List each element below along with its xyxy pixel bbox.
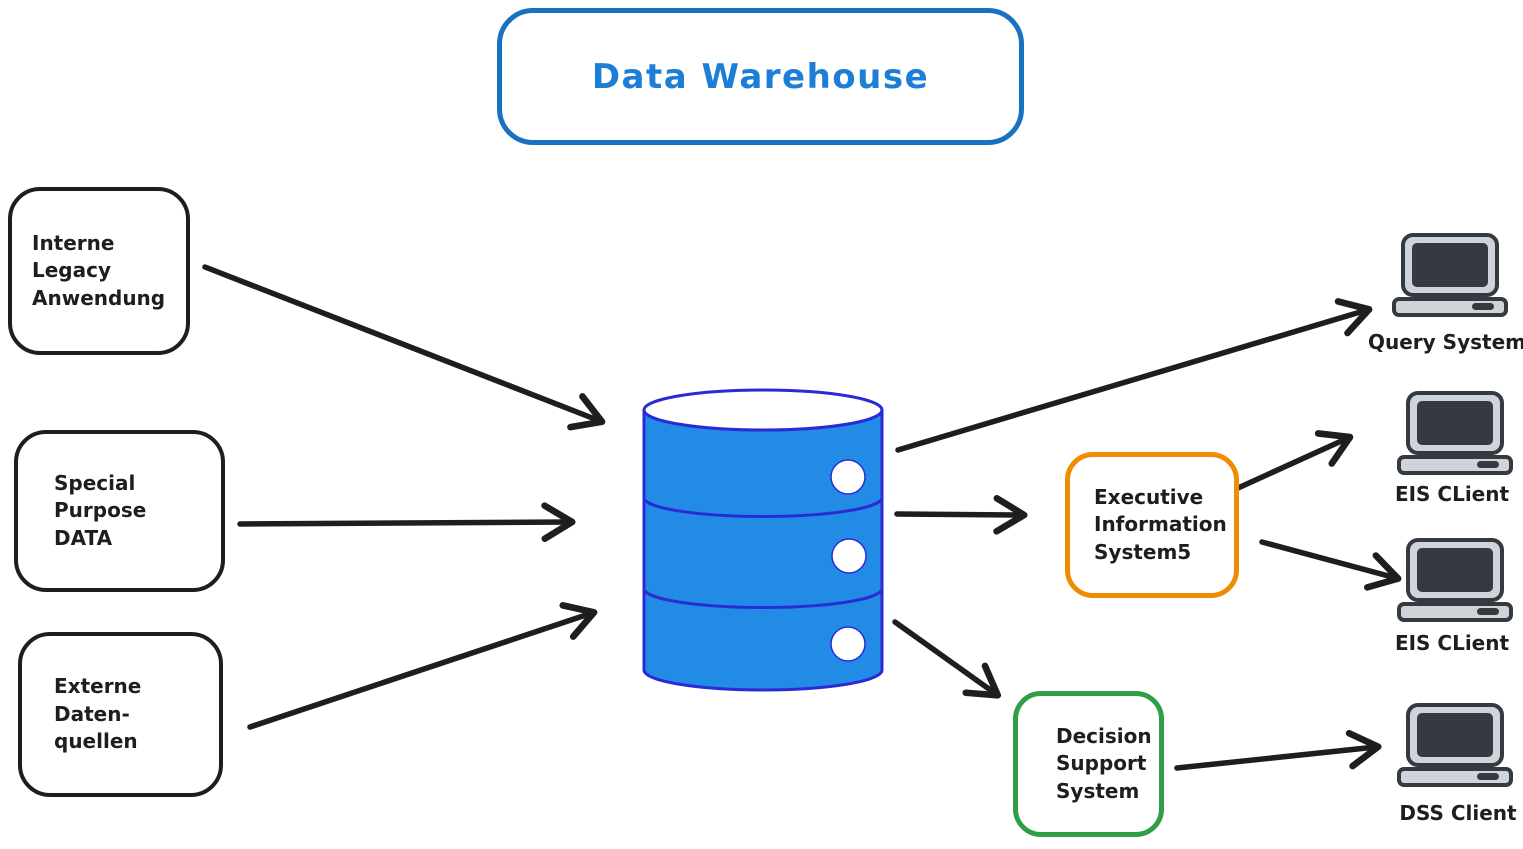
arrow-eis-to-client1 [1235,430,1354,491]
database-cylinder-icon [642,388,884,692]
arrow-extern-to-warehouse [247,602,598,730]
computer-icon-eis-client-1 [1397,391,1513,475]
cylinder-divider-1 [643,498,883,519]
arrow-dss-to-client [1174,729,1382,771]
node-executive-information-system: Executive Information System5 [1065,452,1239,598]
cylinder-dot-2 [831,538,867,574]
node-label: Executive Information System5 [1094,484,1227,564]
computer-icon-dss-client [1397,703,1513,787]
arrow-eis-to-client2 [1259,539,1402,591]
label-eis-client-2: EIS CLient [1394,631,1510,655]
label-eis-client-1: EIS CLient [1394,482,1510,506]
node-externe-datenquellen: Externe Daten- quellen [18,632,223,797]
label-query-system: Query System [1368,330,1523,354]
arrow-warehouse-to-query [895,298,1373,453]
node-label: Decision Support System [1056,723,1152,803]
computer-icon-query-system [1392,233,1508,317]
node-label: Special Purpose DATA [54,470,147,550]
cylinder-divider-2 [643,589,883,610]
node-label: Externe Daten- quellen [54,674,142,754]
node-label: Interne Legacy Anwendung [32,230,166,310]
cylinder-top [642,388,884,432]
arrow-warehouse-to-eis [894,494,1028,535]
arrow-special-to-warehouse [237,502,576,542]
node-interne-legacy-anwendung: Interne Legacy Anwendung [8,187,190,355]
node-decision-support-system: Decision Support System [1013,691,1164,837]
label-dss-client: DSS Client [1399,801,1517,825]
arrow-warehouse-to-dss [892,619,1002,699]
arrow-legacy-to-warehouse [202,264,606,431]
cylinder-dot-1 [830,459,866,495]
cylinder-dot-3 [830,626,866,662]
diagram-title: Data Warehouse [591,56,930,97]
node-special-purpose-data: Special Purpose DATA [14,430,225,592]
computer-icon-eis-client-2 [1397,538,1513,622]
title-box: Data Warehouse [497,8,1024,145]
